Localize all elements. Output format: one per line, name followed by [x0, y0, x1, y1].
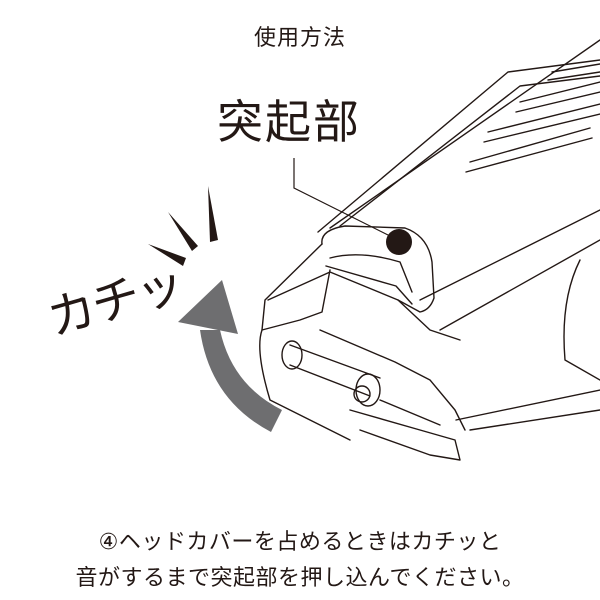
blade-edge	[349, 409, 461, 461]
callout-dot-icon	[386, 229, 412, 255]
callout-leader	[293, 158, 399, 241]
protrusion-label: 突起部	[217, 95, 361, 149]
instruction-line-2: 音がするまで突起部を押し込んでください。	[75, 566, 525, 591]
device-body-outline	[317, 59, 600, 233]
roller	[289, 344, 381, 397]
device-side	[419, 209, 600, 301]
head-front	[261, 243, 331, 331]
vent-slits	[465, 63, 600, 173]
instruction-line-1: ④ヘッドカバーを占めるときはカチッと	[98, 530, 502, 555]
protrusion-cap	[321, 225, 435, 313]
curved-arrow-icon	[178, 280, 282, 432]
device-body-inner	[339, 75, 600, 227]
burst-lines-icon	[148, 186, 218, 266]
page-title: 使用方法	[253, 26, 346, 51]
device-top-edge	[329, 39, 600, 229]
